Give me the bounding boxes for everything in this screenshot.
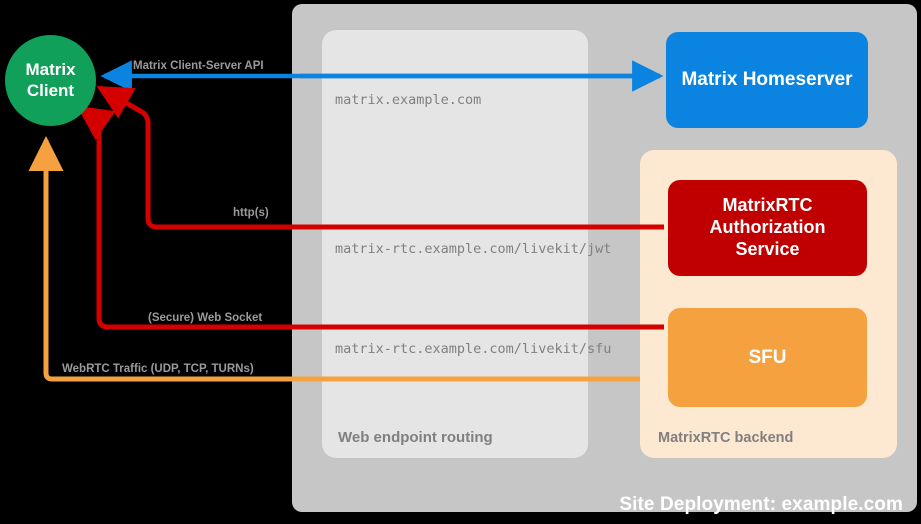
matrixrtc-backend-label: MatrixRTC backend (658, 430, 794, 446)
auth-label-line3: Service (735, 238, 800, 259)
node-sfu-label: SFU (748, 346, 787, 368)
node-matrix-client[interactable]: Matrix Client (5, 35, 96, 126)
client-label-line2: Client (26, 80, 75, 100)
node-matrixrtc-authorization-service-label: MatrixRTC Authorization Service (710, 195, 826, 261)
flow-label-https: http(s) (233, 207, 269, 219)
node-matrix-homeserver[interactable]: Matrix Homeserver (666, 32, 868, 128)
auth-label-line2: Authorization (709, 217, 826, 238)
node-sfu[interactable]: SFU (668, 308, 867, 407)
node-matrix-homeserver-label: Matrix Homeserver (681, 69, 853, 91)
site-deployment-title: Site Deployment: example.com (619, 494, 903, 515)
node-matrixrtc-authorization-service[interactable]: MatrixRTC Authorization Service (668, 180, 867, 276)
web-endpoint-routing-panel (322, 30, 588, 458)
client-label-line1: Matrix (25, 60, 76, 80)
flow-label-webrtc-traffic: WebRTC Traffic (UDP, TCP, TURNs) (62, 363, 254, 375)
flow-label-secure-web-socket: (Secure) Web Socket (148, 312, 263, 324)
node-matrix-client-label: Matrix Client (25, 60, 75, 101)
auth-label-line1: MatrixRTC (722, 195, 813, 216)
flow-label-matrix-client-server-api: Matrix Client-Server API (133, 60, 264, 72)
